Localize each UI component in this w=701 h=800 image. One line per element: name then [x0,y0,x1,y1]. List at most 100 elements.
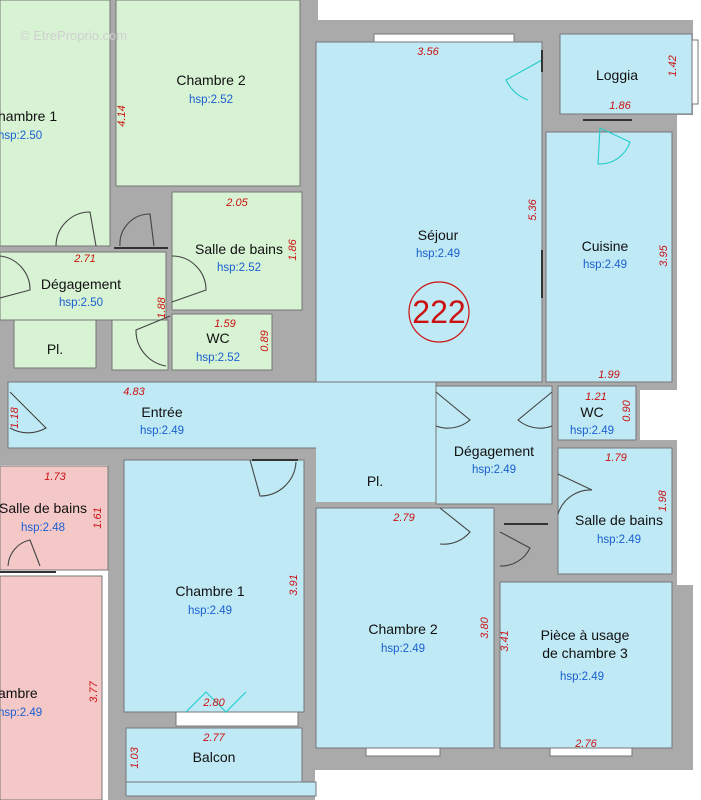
room-piece-b [499,581,673,749]
label-wc-b: WC [580,404,603,420]
dim-chambre1-b-height: 3.91 [288,574,300,595]
dim-wc-g-width: 1.59 [214,318,235,330]
door-swing-wc-g [135,315,171,367]
dim-piece-b-height: 3.41 [499,630,511,651]
dim-chambre-p-height: 3.77 [88,680,100,702]
windows [175,33,699,757]
hsp-sdb-p: hsp:2.48 [21,522,65,534]
dim-loggia-height: 1.42 [667,55,679,76]
dim-chambre1-b-width: 2.80 [202,697,225,709]
label-balcon: Balcon [193,749,236,765]
label-cuisine: Cuisine [582,238,629,254]
lot-badge: 222 [408,281,470,343]
label-chambre2-g: Chambre 2 [176,72,245,88]
dim-sdb-b-height: 1.98 [657,489,669,511]
room-chambre2-b [315,507,495,749]
room-sdb-b [557,447,673,575]
dim-sdb-p-height: 1.61 [92,507,104,528]
label-degagement-b: Dégagement [454,443,534,459]
door-swing-sdb-p [7,539,41,567]
window-chambre2-b [365,747,441,757]
door-openings [0,50,632,573]
label-sdb-b: Salle de bains [575,512,663,528]
dim-sdb-p-width: 1.73 [44,471,66,483]
watermark: © EtreProprio.com [20,28,127,43]
label-sejour: Séjour [418,227,459,243]
window-sejour [373,33,515,43]
room-sdb-g [171,191,303,311]
dim-balcon-width: 2.77 [202,732,225,744]
apartment-pink [0,465,109,800]
balcon-edge [125,781,317,797]
room-cuisine [545,131,673,383]
window-chambre1-b [175,711,299,727]
door-swing-chambre2-g [119,213,155,247]
room-sdb-p [0,465,109,571]
dim-cuisine-width: 1.99 [598,369,619,381]
door-swing-sejour-loggia [505,59,543,101]
dim-entree-width: 4.83 [123,386,145,398]
dim-loggia-width: 1.86 [609,100,631,112]
door-swing-chambre2-b [439,507,471,545]
door-swing-chambre1-g [55,211,97,247]
hsp-chambre-p: hsp:2.49 [0,707,42,719]
room-chambre-p [0,575,103,800]
room-wc-b [557,385,637,441]
label-chambre1-g: hambre 1 [0,108,57,124]
label-chambre1-b: Chambre 1 [175,583,244,599]
dim-chambre2-b-width: 2.79 [392,512,414,524]
door-swing-entree [9,391,47,434]
label-sdb-p: Salle de bains [0,500,87,516]
label-pl-g: Pl. [47,341,63,357]
dim-sdb-g-height: 1.86 [287,238,299,260]
dim-sdb-g-width: 2.05 [225,197,248,209]
room-chambre1-b [123,459,305,713]
hsp-wc-g: hsp:2.52 [196,352,240,364]
door-swing-wc-b [517,391,553,429]
dim-sdb-b-width: 1.79 [605,452,626,464]
hsp-entree: hsp:2.49 [140,425,184,437]
room-pl-g [13,319,97,369]
room-wc-g [171,313,273,371]
label-wc-g: WC [206,330,229,346]
hsp-degagement-b: hsp:2.49 [472,464,516,476]
label-degagement-g: Dégagement [41,276,121,292]
door-swing-degagement-b [435,391,471,429]
hsp-cuisine: hsp:2.49 [583,259,627,271]
room-chambre2-g [115,0,301,187]
dim-wc-b-width: 1.21 [585,391,606,403]
hsp-sdb-b: hsp:2.49 [597,534,641,546]
door-swing-loggia-cuisine [597,127,631,165]
hsp-sdb-g: hsp:2.52 [217,262,261,274]
dim-piece-b-width: 2.76 [574,738,597,750]
label-sdb-g: Salle de bains [195,241,283,257]
hsp-piece-b: hsp:2.49 [560,671,604,683]
hsp-chambre2-b: hsp:2.49 [381,643,425,655]
window-piece-b [549,747,633,757]
label-chambre-p: ambre [0,685,38,701]
room-degagement-g-lower [111,319,169,371]
dim-chambre2-b-height: 3.80 [479,616,491,638]
room-sejour [315,41,543,383]
apartment-222 [7,33,693,797]
hsp-chambre1-g: hsp:2.50 [0,130,42,142]
door-swing-piece-b [499,531,531,567]
label-piece-b-line2: de chambre 3 [542,645,628,661]
dim-wc-b-height: 0.90 [621,399,633,421]
dim-sejour-width: 3.56 [417,46,439,58]
door-swing-sdb-b [557,473,593,515]
room-chambre1-g [0,0,111,247]
lot-number: 222 [412,294,465,330]
lot-badge-circle [408,281,470,343]
label-piece-b-line1: Pièce à usage [541,627,630,643]
door-swings [0,59,631,713]
hsp-chambre1-b: hsp:2.49 [188,605,232,617]
window-loggia [691,39,699,105]
room-entree [7,381,437,449]
door-swing-balcon [185,691,247,713]
apartment-green [0,0,303,371]
door-swing-sdb-g [171,255,207,303]
room-degagement-b [435,385,553,505]
dim-cuisine-height: 3.95 [658,244,670,266]
